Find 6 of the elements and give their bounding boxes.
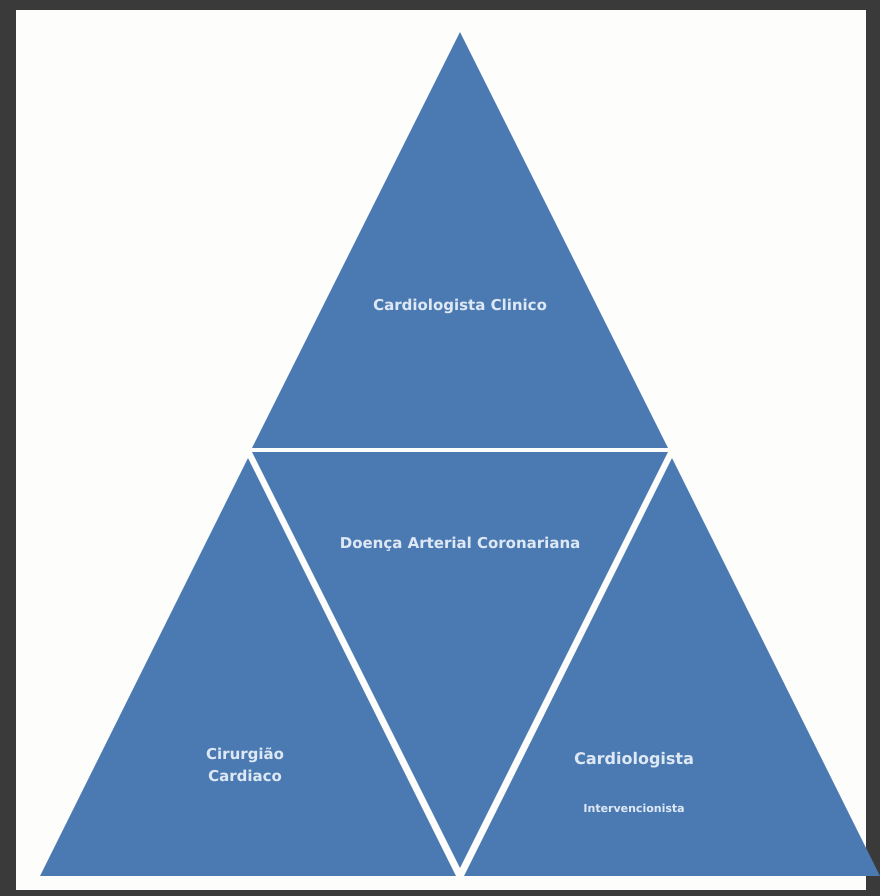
- segment-label: Cardiologista Clinico: [372, 295, 548, 316]
- segment-label: Intervencionista: [582, 801, 686, 817]
- segment-label: Doença Arterial Coronariana: [338, 533, 582, 554]
- segment-label: Cirurgião Cardiaco: [205, 744, 285, 787]
- triangle-segment: [252, 32, 668, 448]
- segment-label: Cardiologista: [573, 748, 695, 770]
